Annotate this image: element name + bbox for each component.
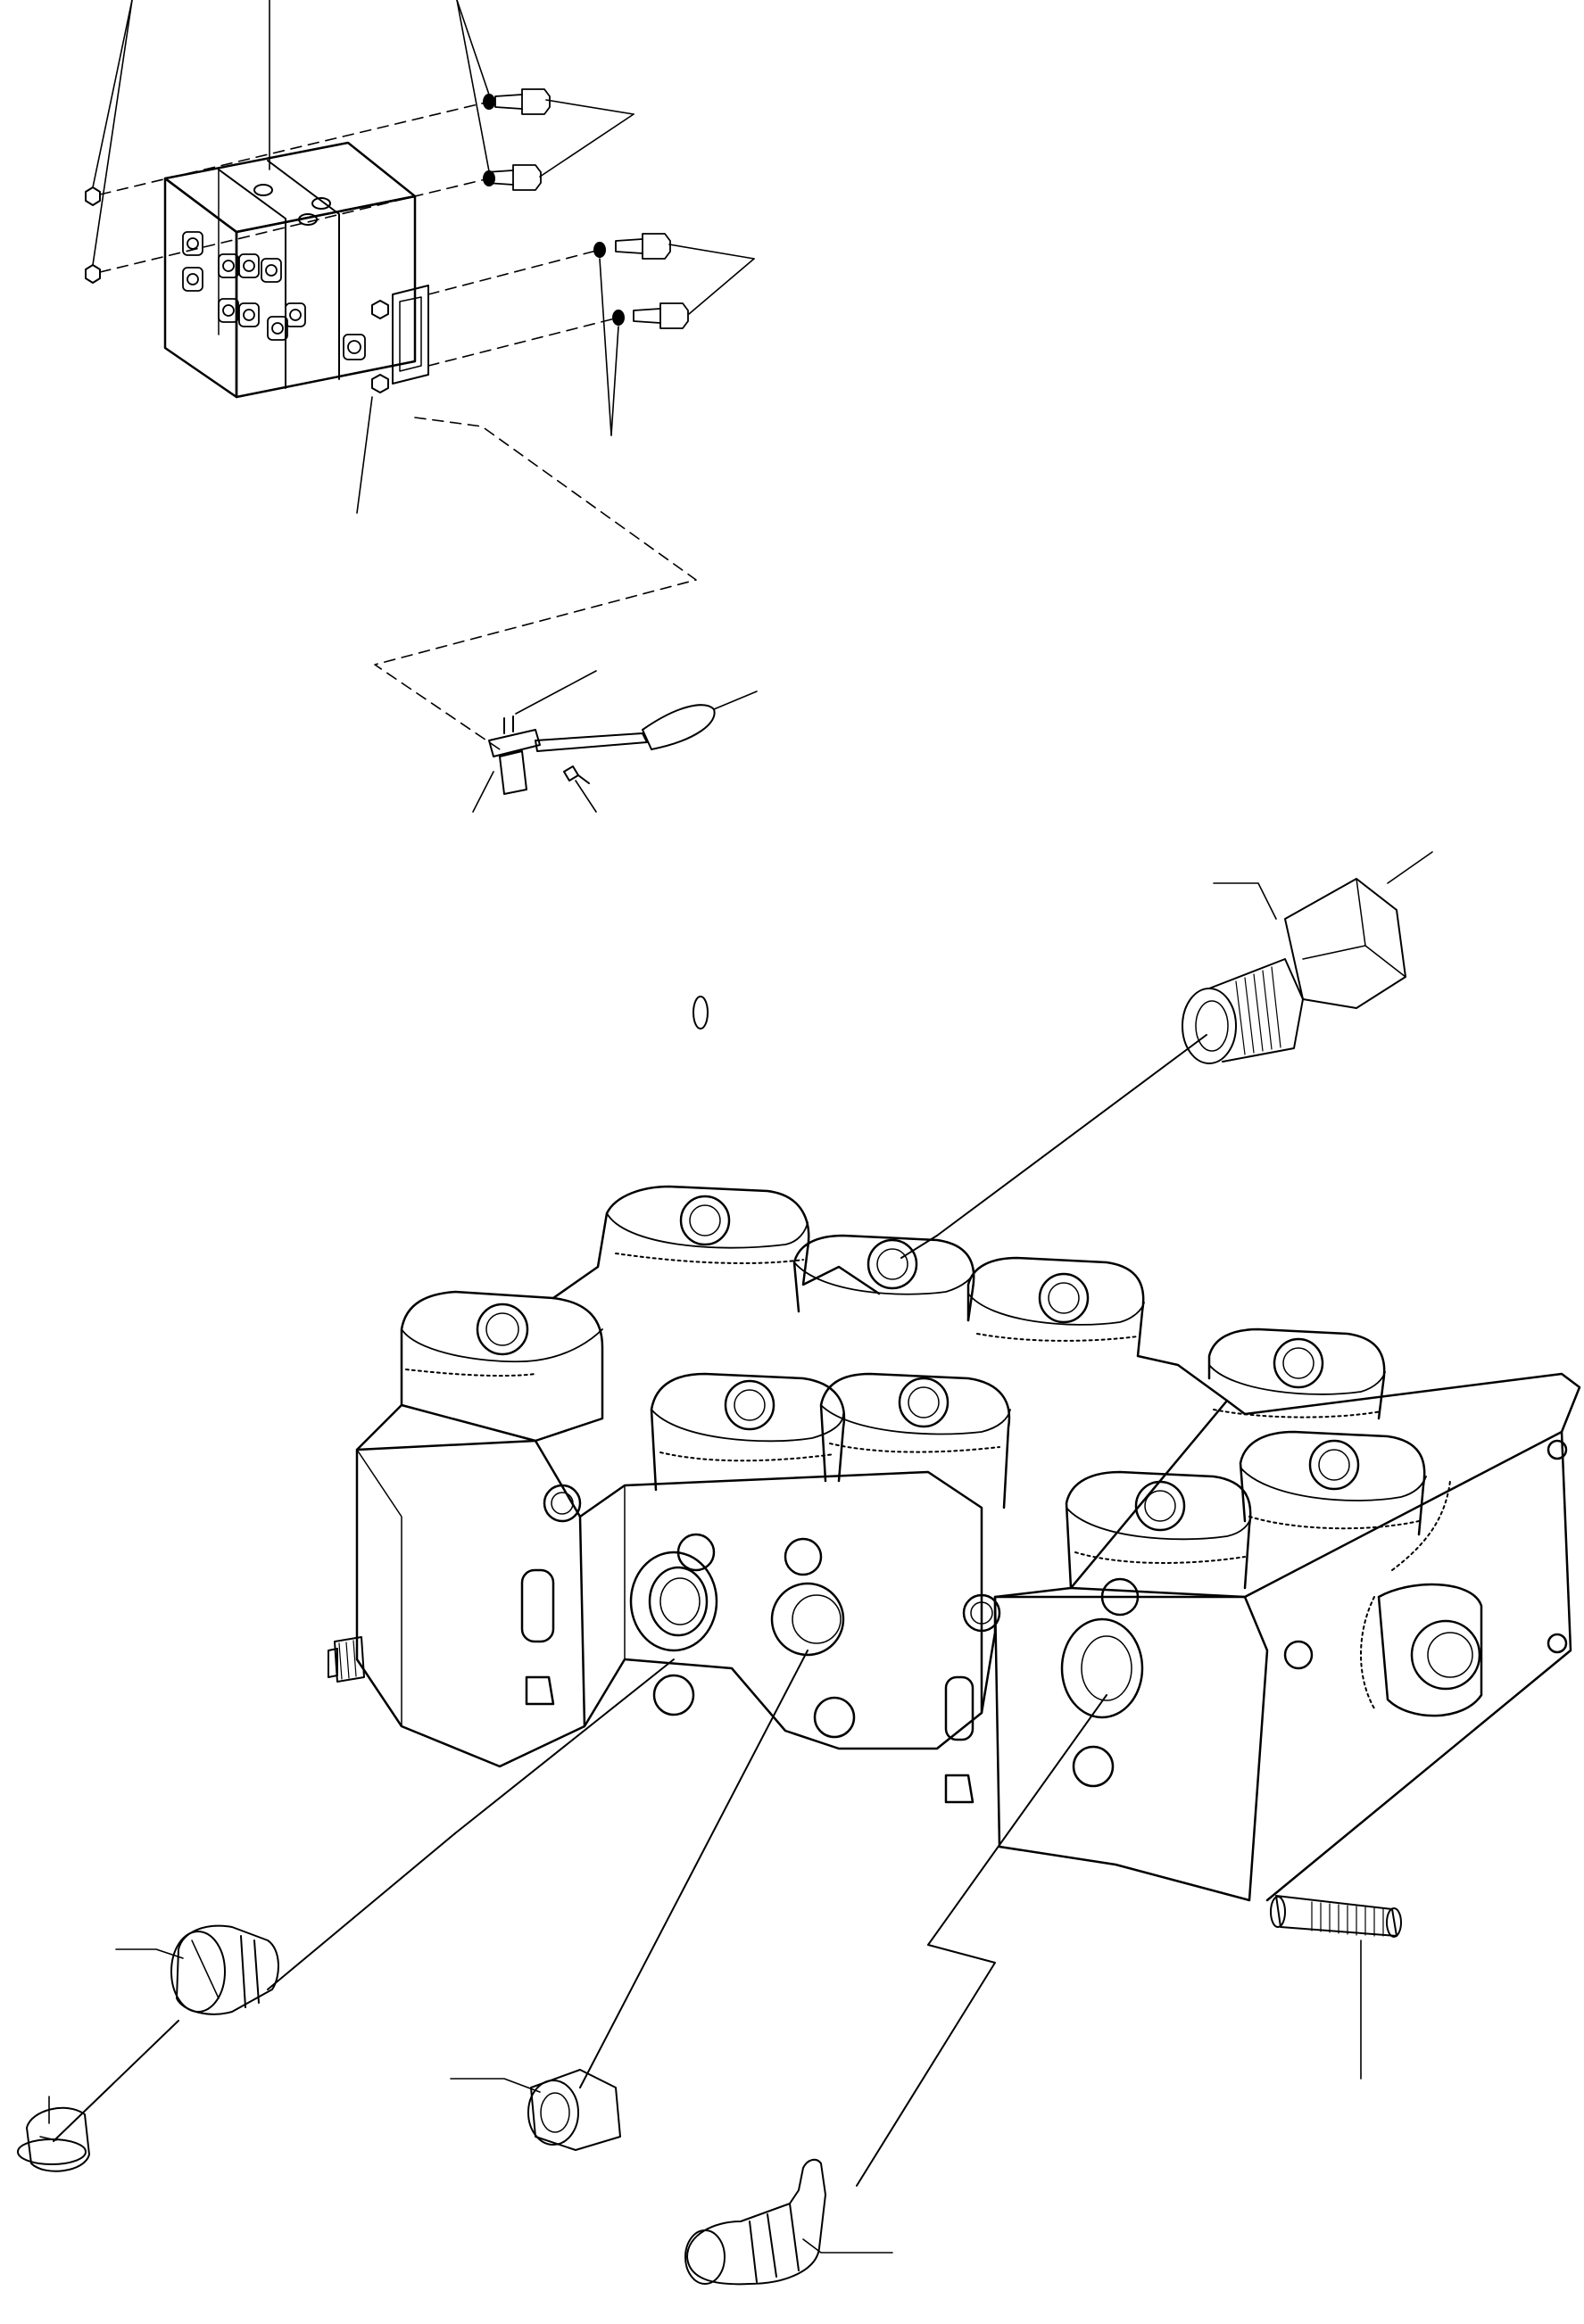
end-plug [171,1926,278,2014]
main-valve-block [357,1187,1580,1900]
small-screw [564,766,589,783]
control-lever [535,705,715,751]
slotted-sleeve [18,2108,89,2171]
threaded-adapter [1182,879,1406,1063]
retaining-cap [528,2070,620,2150]
threaded-stud [328,1637,1401,1937]
mounting-nut [372,301,388,393]
small-plug [693,997,708,1029]
washer [484,95,624,325]
hex-bolt [486,89,688,328]
mounting-bracket [393,285,428,384]
valve-bank-overview [165,143,428,397]
spool-pin [685,2160,825,2284]
lever-bracket [489,716,540,794]
